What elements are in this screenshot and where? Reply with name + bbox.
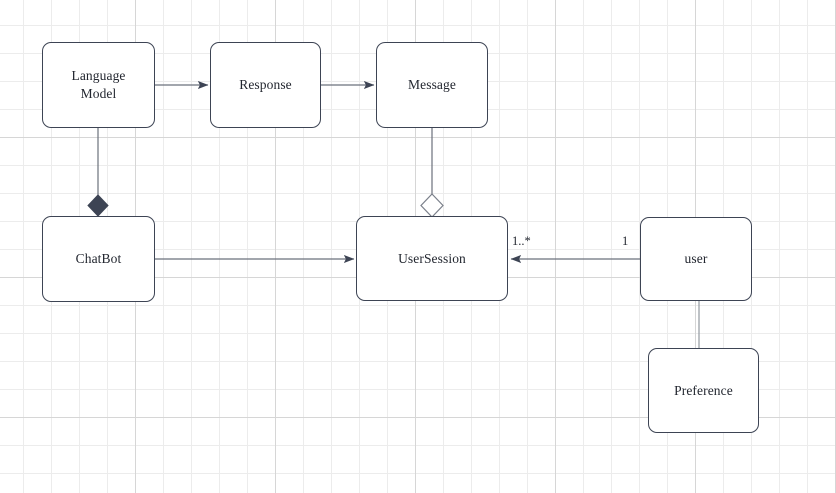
node-label: Language Model bbox=[71, 68, 126, 101]
node-language-model[interactable]: Language Model bbox=[42, 42, 155, 128]
node-response[interactable]: Response bbox=[210, 42, 321, 128]
hollow-diamond-icon bbox=[420, 193, 444, 218]
node-message[interactable]: Message bbox=[376, 42, 488, 128]
node-label: user bbox=[684, 251, 708, 267]
node-label: ChatBot bbox=[75, 251, 122, 267]
node-user[interactable]: user bbox=[640, 217, 752, 301]
node-label: Preference bbox=[674, 382, 733, 398]
multiplicity-label-user: 1 bbox=[622, 234, 629, 248]
edge-message-usersession[interactable] bbox=[420, 128, 444, 218]
node-label: UserSession bbox=[398, 250, 466, 266]
node-label: Message bbox=[408, 77, 456, 93]
multiplicity-label-usersession: 1..* bbox=[512, 234, 531, 248]
edge-language-model-chatbot[interactable] bbox=[87, 128, 109, 217]
node-chatbot[interactable]: ChatBot bbox=[42, 216, 155, 302]
node-label: Response bbox=[239, 77, 292, 93]
node-usersession[interactable]: UserSession bbox=[356, 216, 508, 301]
node-preference[interactable]: Preference bbox=[648, 348, 759, 433]
filled-diamond-icon bbox=[87, 194, 109, 217]
